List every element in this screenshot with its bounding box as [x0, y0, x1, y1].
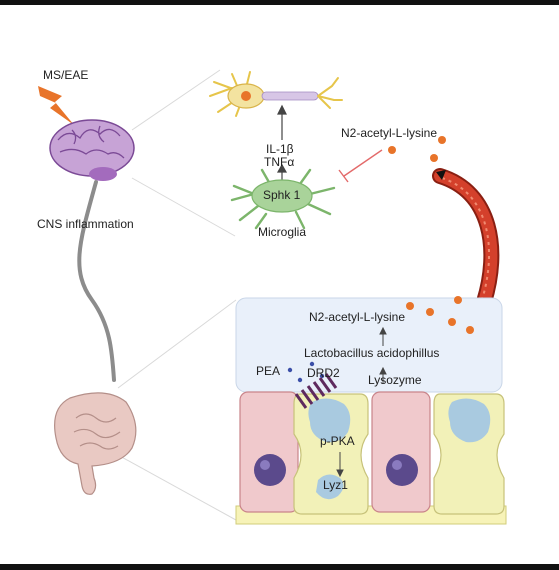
cytokine-il1b-label: IL-1β: [266, 142, 294, 156]
vagus-nerve: [77, 180, 116, 382]
brain-icon: [49, 119, 135, 181]
enterocyte-right: [371, 391, 431, 513]
microglia-label: Microglia: [258, 225, 307, 239]
p-pka-label: p-PKA: [320, 434, 355, 448]
lyz1-label: Lyz1: [323, 478, 348, 492]
top-border: [0, 0, 559, 5]
cytokine-tnfa-label: TNFα: [264, 155, 295, 169]
bacterium-label: Lactobacillus acidophillus: [304, 346, 440, 360]
metabolite-dots-brain: [388, 136, 446, 162]
enterocyte-left: [239, 391, 299, 513]
drd2-label: DRD2: [307, 366, 340, 380]
bottom-border: [0, 564, 559, 570]
pka-arrow: [336, 452, 344, 478]
metabolite-brain-label: N2-acetyl-L-lysine: [341, 126, 438, 140]
inhibition-line: [338, 149, 383, 183]
metabolite-dots-gut: [406, 296, 474, 334]
zoom-guide-lines: [117, 69, 237, 521]
lysozyme-label: Lysozyme: [368, 373, 422, 387]
receptor-icon: [294, 373, 338, 409]
lumen-arrows: [379, 326, 387, 384]
cns-inflammation-label: CNS inflammation: [37, 217, 134, 231]
metabolite-gut-label: N2-acetyl-L-lysine: [309, 310, 406, 324]
blood-vessel: [432, 168, 500, 310]
neuron-icon: [209, 71, 343, 117]
pea-label: PEA: [256, 364, 281, 378]
activation-arrows: [276, 104, 288, 184]
paneth-cell-2: [433, 393, 505, 515]
microglia-icon: [230, 168, 336, 230]
gut-lumen-panel: [235, 297, 503, 393]
trigger-label: MS/EAE: [43, 68, 89, 82]
sphk1-label: Sphk 1: [263, 188, 301, 202]
paneth-cell-1: [293, 393, 369, 515]
pea-dots: [287, 361, 325, 383]
lightning-bolt-icon: [38, 86, 74, 125]
intestine-icon: [54, 392, 137, 495]
